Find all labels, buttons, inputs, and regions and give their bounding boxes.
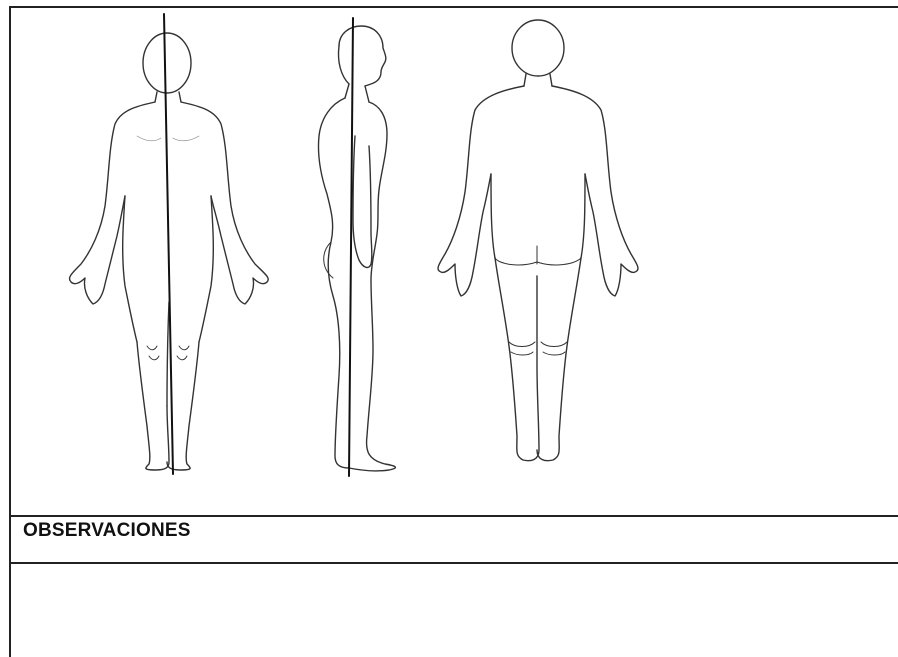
observations-field[interactable] bbox=[11, 564, 897, 656]
back-view-figure bbox=[438, 20, 638, 461]
body-posture-diagram bbox=[9, 6, 898, 515]
observations-heading: OBSERVACIONES bbox=[23, 520, 191, 542]
side-view-figure bbox=[318, 18, 395, 476]
posture-assessment-form: OBSERVACIONES bbox=[9, 6, 898, 657]
front-view-figure bbox=[69, 14, 268, 474]
table-row-divider bbox=[9, 515, 898, 517]
